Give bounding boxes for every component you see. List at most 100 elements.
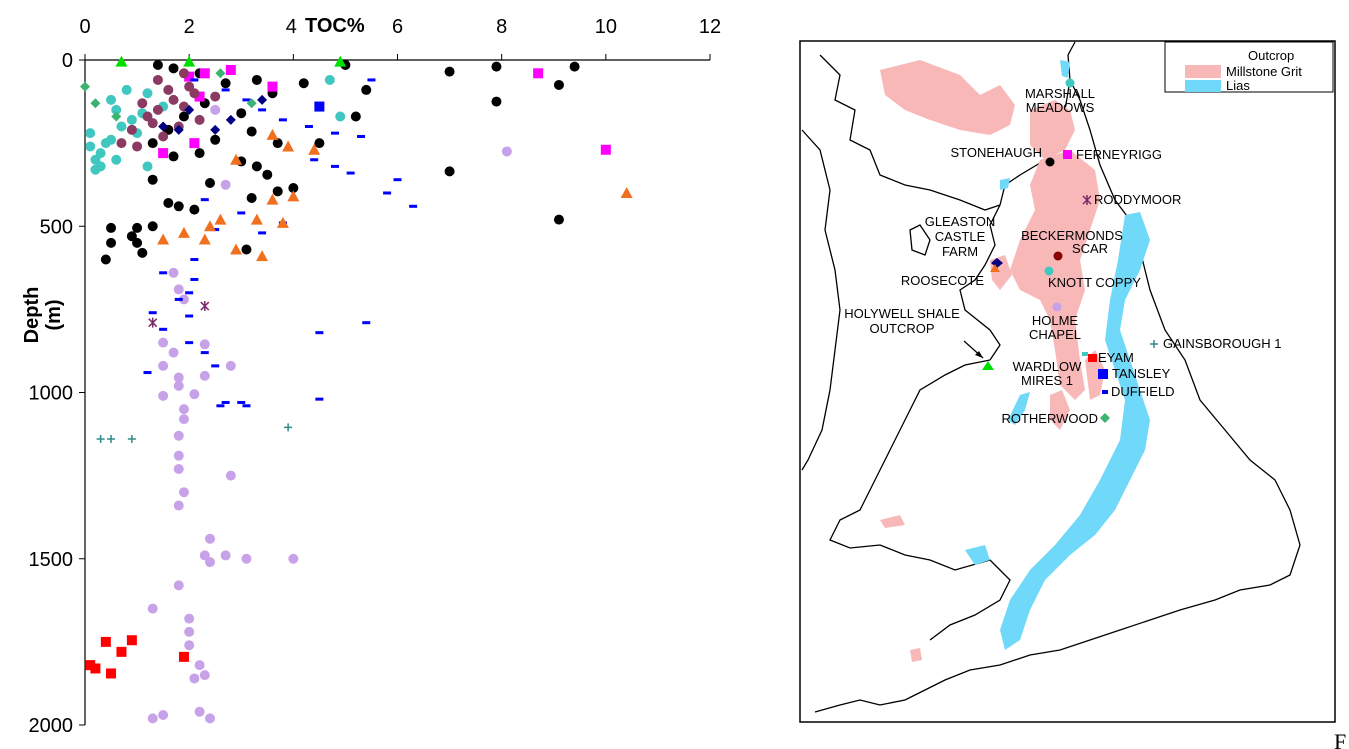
data-point-series-3 [199,68,210,79]
data-point-series-6 [250,213,263,225]
data-point-series-13 [284,423,293,432]
marker-stonehaugh [1045,157,1055,167]
data-point-series-6 [266,193,279,205]
data-point-series-1 [199,339,210,350]
data-point-series-0 [132,222,143,233]
data-point-series-0 [246,126,257,137]
data-point-series-11 [158,121,169,132]
data-point-series-0 [272,186,283,197]
data-point-series-0 [147,138,158,149]
data-point-series-13 [107,435,116,444]
data-point-series-1 [178,487,189,498]
marker-rotherwood [1100,413,1110,423]
data-point-series-6 [204,220,216,232]
holywell-pointer-arrowhead [975,351,983,358]
data-point-series-9 [116,138,127,149]
data-point-series-8 [85,128,96,139]
data-point-series-8 [142,88,153,99]
millstone-grit-areas [880,60,1105,662]
x-axis-label: TOC% [305,15,365,37]
marker-eyam [1088,354,1097,362]
data-point-series-5 [304,125,313,128]
data-point-series-1 [225,470,236,481]
data-point-series-0 [553,79,564,90]
data-point-series-0 [361,84,372,95]
marker-knott-coppy [1044,266,1054,276]
label-knott-coppy: KNOTT COPPY [1048,275,1141,290]
data-point-series-8 [111,154,122,165]
data-point-series-7 [183,55,196,67]
label-stonehaugh: STONEHAUGH [951,145,1043,160]
data-point-series-1 [173,463,184,474]
site-markers [963,78,1158,423]
data-point-series-6 [177,226,190,238]
data-point-series-1 [147,713,158,724]
data-point-series-0 [288,183,299,194]
data-point-series-1 [173,580,184,591]
data-point-series-1 [225,360,236,371]
data-point-series-0 [444,166,455,177]
marker-roddymoor [1082,195,1092,205]
data-point-series-2 [126,635,137,646]
data-point-series-5 [185,314,194,318]
data-point-series-0 [106,222,117,233]
data-point-series-5 [357,134,366,138]
data-point-series-5 [409,204,418,208]
data-point-series-1 [173,430,184,441]
data-point-series-0 [132,237,143,248]
data-point-series-1 [173,380,184,391]
data-point-series-9 [178,68,189,79]
data-point-series-1 [173,372,184,383]
data-point-series-0 [205,178,215,189]
label-marshall-meadows-2: MEADOWS [1026,100,1095,115]
data-point-series-5 [216,404,225,408]
data-point-series-1 [178,414,189,425]
data-point-series-9 [152,74,163,85]
data-point-series-9 [132,141,143,152]
data-point-series-5 [237,400,246,404]
data-point-series-0 [168,151,179,162]
data-point-series-3 [225,64,236,75]
data-point-series-0 [314,138,325,149]
place-labels: MARSHALL MEADOWS STONEHAUGH FERNEYRIGG R… [844,86,1281,426]
label-gleaston-3: FARM [942,244,978,259]
data-point-series-1 [168,267,179,278]
data-point-series-2 [90,663,101,674]
data-point-series-1 [210,104,221,115]
data-point-series-0 [210,134,221,145]
data-point-series-0 [251,74,262,85]
data-point-series-5 [237,211,246,215]
legend-swatch-lias [1185,80,1221,92]
isle-of-man [909,224,931,256]
map-legend: Outcrop Millstone Grit Lias [1164,41,1334,93]
data-point-series-12 [148,317,158,328]
data-point-series-5 [346,171,355,175]
data-point-series-9 [168,94,179,105]
data-point-series-1 [173,450,184,461]
data-point-series-11 [210,124,221,135]
label-roosecote: ROOSECOTE [901,273,984,288]
data-point-series-0 [491,96,502,107]
data-point-series-5 [148,311,157,315]
x-tick-label: 6 [392,16,403,38]
data-point-series-1 [199,670,210,681]
data-point-series-0 [163,197,174,208]
data-point-series-11 [173,124,184,135]
data-point-series-9 [210,91,221,102]
data-point-series-1 [205,533,215,544]
data-point-series-6 [308,143,321,155]
data-point-series-5 [159,327,168,331]
marker-tansley [1098,369,1108,379]
label-gainsborough: GAINSBOROUGH 1 [1163,336,1281,351]
data-point-series-0 [194,148,205,159]
data-point-series-6 [230,243,243,255]
data-point-series-5 [393,178,402,182]
data-point-series-8 [121,84,132,95]
data-point-series-1 [168,347,179,358]
data-point-series-8 [116,121,127,132]
data-point-series-6 [256,250,269,262]
marker-ferneyrigg [1063,150,1072,159]
data-point-series-1 [184,626,195,637]
lias-areas [965,60,1150,650]
